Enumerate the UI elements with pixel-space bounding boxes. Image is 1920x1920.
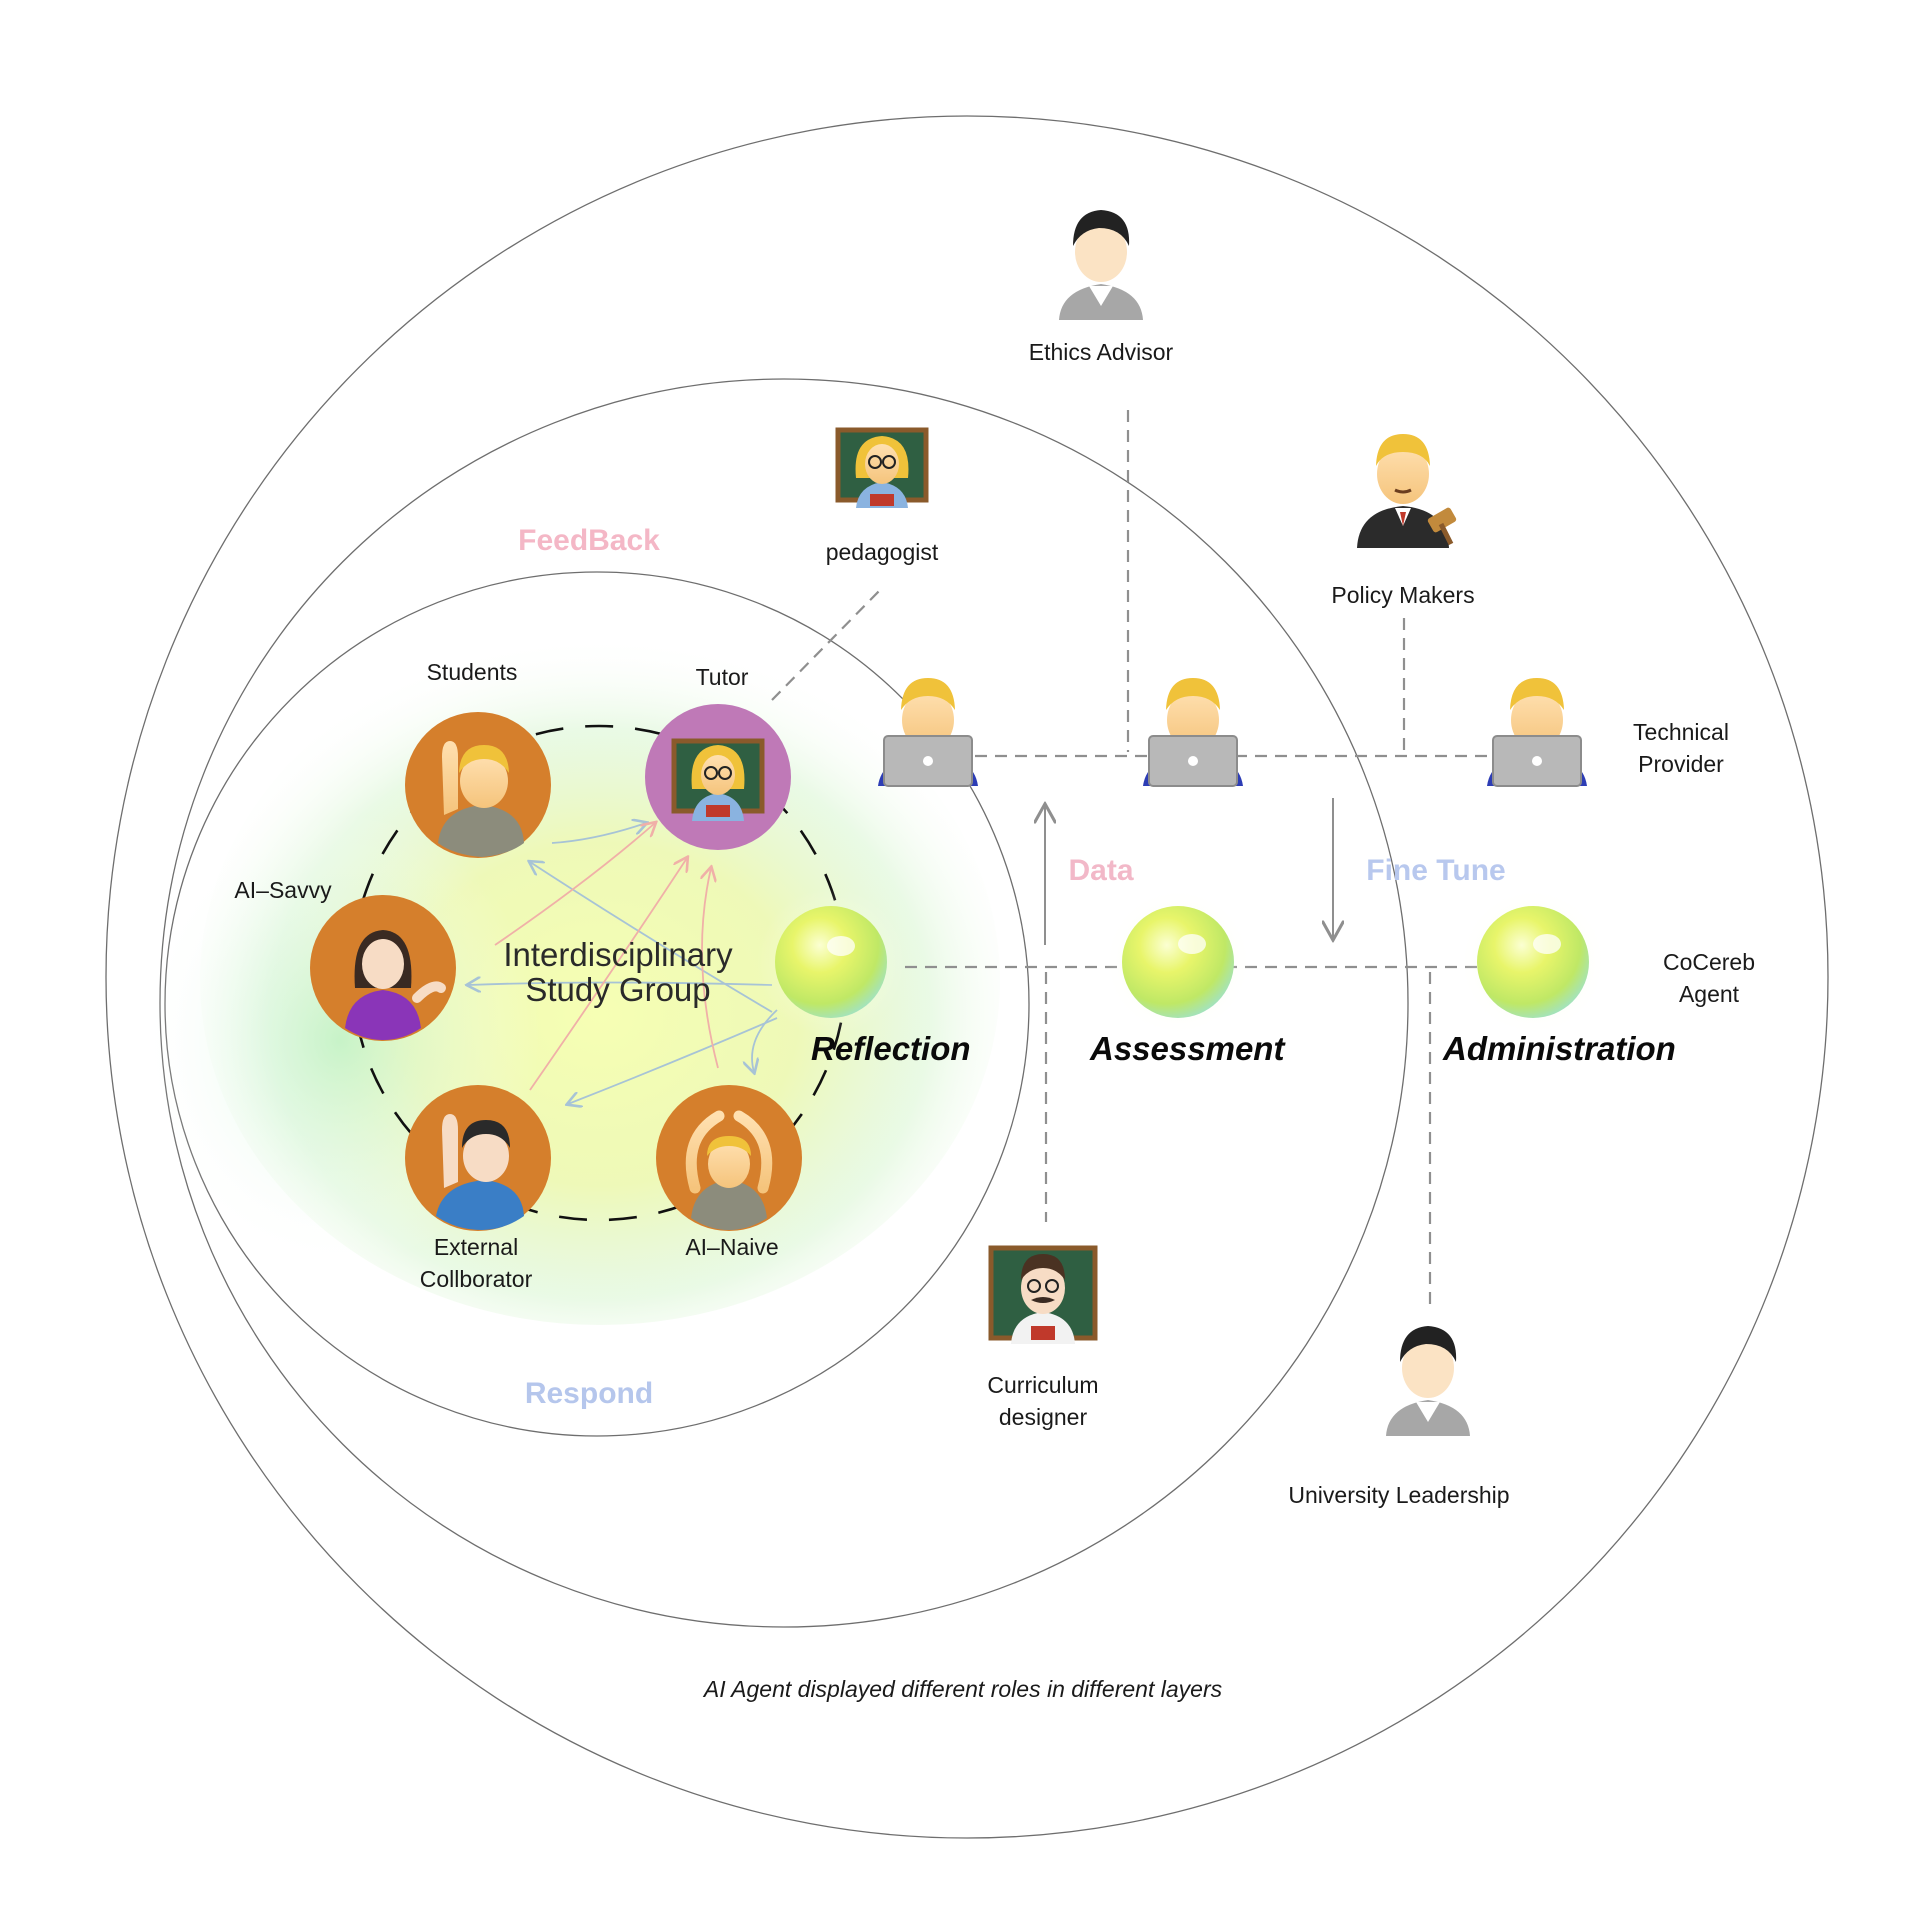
curriculum-designer-label-line2: designer bbox=[999, 1404, 1088, 1430]
ai-savvy-label: AI–Savvy bbox=[234, 877, 332, 903]
external-collaborator-member bbox=[405, 1085, 551, 1231]
technologist-man-icon bbox=[1487, 678, 1587, 787]
ai-orb-icon bbox=[757, 888, 905, 1036]
study-group-title-line2: Study Group bbox=[525, 971, 710, 1008]
study-group-title: Interdisciplinary bbox=[503, 936, 733, 973]
tutor-label: Tutor bbox=[696, 664, 749, 690]
feedback-flow-label: FeedBack bbox=[518, 524, 660, 557]
curriculum-designer-label: Curriculum bbox=[987, 1372, 1098, 1398]
office-worker-icon bbox=[1059, 210, 1143, 320]
university-leadership-label: University Leadership bbox=[1288, 1482, 1509, 1508]
cocereb-agent-label: CoCereb bbox=[1663, 949, 1755, 975]
technologist-man-icon bbox=[878, 678, 978, 787]
ai-orb-icon bbox=[1104, 888, 1252, 1036]
technical-provider-label-line2: Provider bbox=[1638, 751, 1724, 777]
ethics-advisor-label: Ethics Advisor bbox=[1029, 339, 1174, 365]
ai-naive-member bbox=[656, 1085, 802, 1231]
technical-provider-label: Technical bbox=[1633, 719, 1729, 745]
ai-savvy-member bbox=[310, 895, 456, 1041]
ai-orb-icon bbox=[1459, 888, 1607, 1036]
respond-flow-label: Respond bbox=[525, 1377, 653, 1410]
interaction-arrows bbox=[468, 823, 778, 1104]
pedagogist-label: pedagogist bbox=[826, 539, 939, 565]
policy-makers-label: Policy Makers bbox=[1331, 582, 1474, 608]
administration-stage-label: Administration bbox=[1442, 1030, 1676, 1067]
reflection-stage-label: Reflection bbox=[811, 1030, 971, 1067]
fine-tune-flow-label: Fine Tune bbox=[1366, 854, 1505, 887]
cocereb-agent-label-line2: Agent bbox=[1679, 981, 1740, 1007]
technologist-man-icon bbox=[1143, 678, 1243, 787]
office-worker-icon bbox=[1386, 1326, 1470, 1436]
external-collaborator-label: External bbox=[434, 1234, 518, 1260]
outer-layer-ring bbox=[105, 115, 1829, 1839]
judge-man-icon bbox=[1357, 434, 1457, 548]
teacher-man-icon bbox=[988, 1245, 1098, 1344]
students-label: Students bbox=[427, 659, 518, 685]
tutor-member bbox=[645, 704, 791, 850]
connector-lines bbox=[771, 410, 1490, 1307]
teacher-woman-icon bbox=[835, 427, 929, 508]
ai-naive-label: AI–Naive bbox=[685, 1234, 778, 1260]
students-member bbox=[405, 712, 551, 858]
diagram-caption: AI Agent displayed different roles in di… bbox=[702, 1676, 1223, 1702]
external-collaborator-label-line2: Collborator bbox=[420, 1266, 533, 1292]
assessment-stage-label: Assessment bbox=[1089, 1030, 1286, 1067]
data-flow-label: Data bbox=[1068, 854, 1133, 887]
